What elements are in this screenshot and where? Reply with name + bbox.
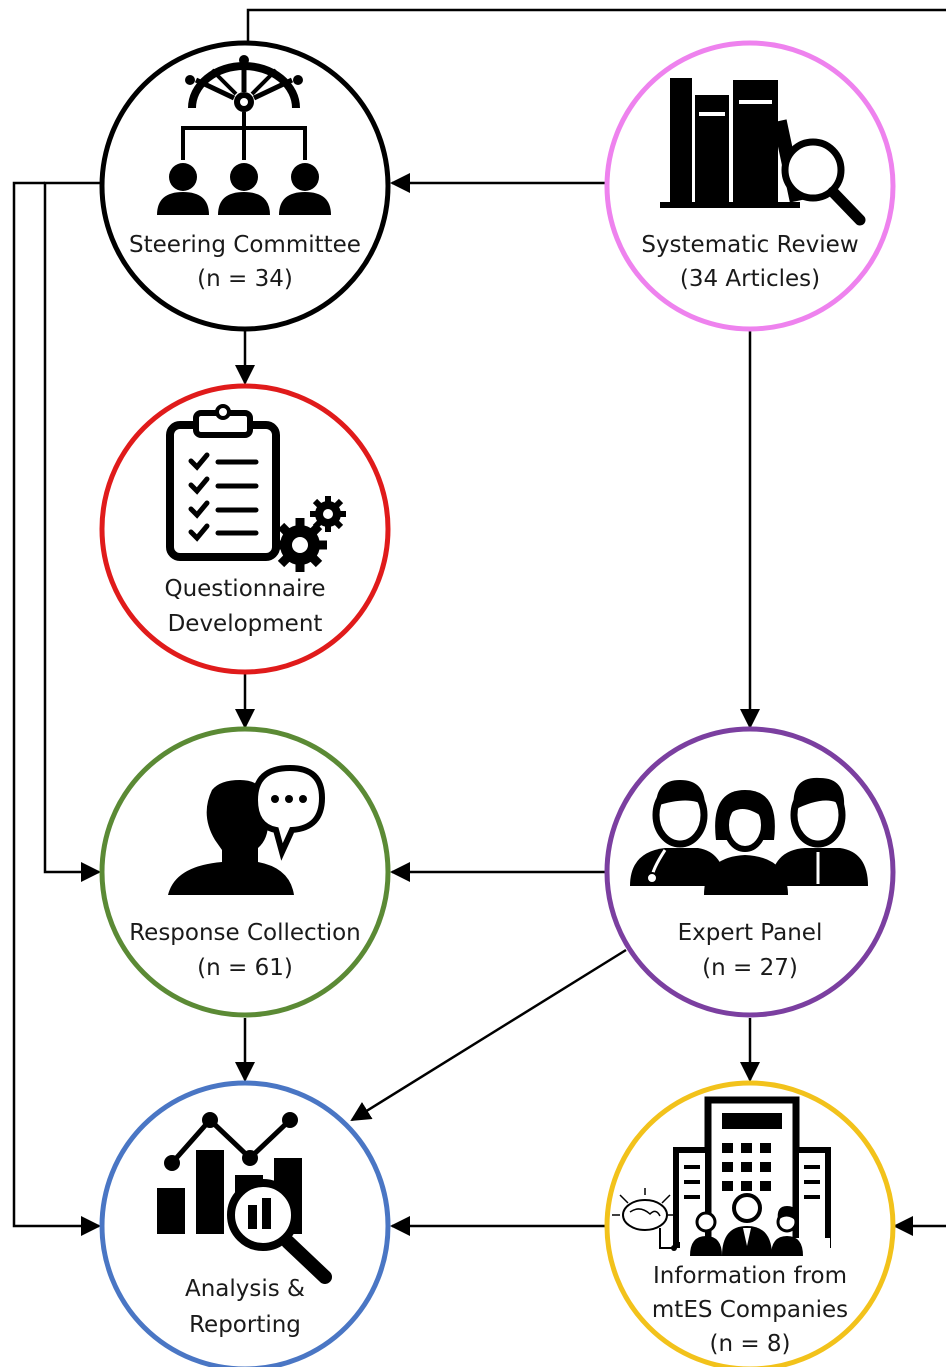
steering-committee-count: (n = 34) <box>197 266 293 292</box>
connector-steering-to-analysis <box>12 181 101 1236</box>
mtes-companies-title-line2: mtES Companies <box>652 1297 848 1323</box>
steering-committee-title: Steering Committee <box>129 232 361 258</box>
node-expert-panel: Expert Panel (n = 27) <box>604 726 896 1018</box>
connectors <box>12 8 946 1236</box>
node-systematic-review: Systematic Review (34 Articles) <box>604 40 896 332</box>
connector-steering-to-response <box>43 181 101 882</box>
questionnaire-development-title-line2: Development <box>168 611 323 637</box>
building-people-icon <box>612 1096 831 1258</box>
books-magnifier-icon <box>660 78 866 226</box>
clipboard-gears-icon <box>166 404 346 572</box>
node-mtes-companies: Information from mtES Companies (n = 8) <box>604 1080 896 1367</box>
connector-expert-to-analysis <box>350 948 627 1122</box>
questionnaire-development-title-line1: Questionnaire <box>164 576 325 602</box>
medical-team-icon <box>630 777 868 895</box>
node-response-collection: Response Collection (n = 61) <box>99 726 391 1018</box>
response-collection-count: (n = 61) <box>197 955 293 981</box>
node-steering-committee: Steering Committee (n = 34) <box>99 40 391 332</box>
ship-wheel-team-icon <box>157 55 331 215</box>
expert-panel-title: Expert Panel <box>678 920 823 946</box>
response-collection-title: Response Collection <box>129 920 361 946</box>
chart-magnifier-icon <box>157 1112 332 1284</box>
node-questionnaire-development: Questionnaire Development <box>99 383 391 675</box>
node-analysis-reporting: Analysis & Reporting <box>99 1080 391 1367</box>
expert-panel-count: (n = 27) <box>702 955 798 981</box>
analysis-reporting-title-line1: Analysis & <box>185 1276 305 1302</box>
connector-steering-top-loop <box>246 8 946 43</box>
analysis-reporting-title-line2: Reporting <box>189 1312 301 1338</box>
person-speech-icon <box>168 764 326 895</box>
mtes-companies-title-line1: Information from <box>653 1263 847 1289</box>
systematic-review-count: (34 Articles) <box>680 266 820 292</box>
mtes-companies-count: (n = 8) <box>709 1331 790 1357</box>
systematic-review-title: Systematic Review <box>641 232 858 258</box>
